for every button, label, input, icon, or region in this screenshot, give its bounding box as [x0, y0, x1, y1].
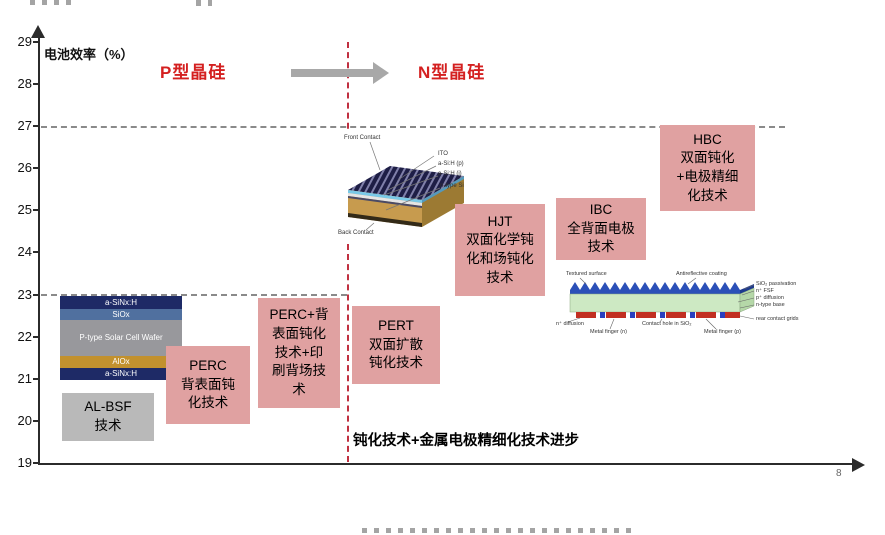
p-type-region-label: P型晶硅 — [160, 63, 227, 82]
tech-box-title: HBC — [693, 131, 722, 147]
y-tick-label: 27 — [17, 118, 32, 133]
x-axis — [38, 463, 858, 465]
hjt-cell-figure: Front Contact ITO a-Si:H (p) a-Si:H (i) … — [336, 130, 474, 244]
y-tick-label: 29 — [17, 34, 32, 49]
tech-box-title: PERT — [378, 318, 414, 334]
ibc-label: Metal finger (n) — [590, 329, 627, 335]
ibc-label: p⁺ diffusion — [756, 295, 784, 301]
tech-box-title: PERC — [189, 358, 227, 374]
y-tick — [33, 378, 39, 380]
y-tick — [33, 294, 39, 296]
n-type-region-label: N型晶硅 — [418, 63, 486, 82]
y-tick — [33, 251, 39, 253]
hjt-back-contact-label: Back Contact — [338, 230, 374, 236]
cropped-text-fragment — [30, 0, 78, 5]
wafer-layer: a-SiNx:H — [60, 368, 182, 380]
tech-box-title: IBC — [589, 202, 613, 218]
y-tick — [33, 41, 39, 43]
y-tick-label: 19 — [17, 455, 32, 470]
hjt-layer-label: a-Si:H (i) — [438, 171, 462, 177]
transition-arrow-head-icon — [373, 62, 389, 84]
tech-box-desc: 双面钝化+电极精细化技术 — [676, 150, 739, 203]
y-tick-label: 22 — [17, 329, 32, 344]
y-tick — [33, 336, 39, 338]
cropped-text-fragment — [196, 0, 212, 6]
y-tick-label: 28 — [17, 76, 32, 91]
bottom-annotation: 钝化技术+金属电极精细化技术进步 — [353, 433, 579, 449]
y-axis — [38, 36, 40, 465]
hjt-front-contact-label: Front Contact — [344, 135, 381, 141]
transition-arrow — [291, 69, 373, 77]
ibc-cell-figure: Textured surface Antireflective coating … — [556, 271, 802, 352]
y-axis-title: 电池效率（%） — [44, 47, 134, 62]
wafer-layer: AlOx — [60, 356, 182, 368]
tech-box-desc: 全背面电极技术 — [567, 220, 635, 255]
ibc-cell-drawing — [567, 277, 755, 330]
perc-wafer-stack-figure: a-SiNx:H SiOx P-type Solar Cell Wafer Al… — [60, 296, 182, 380]
reference-line-23 — [41, 294, 347, 296]
tech-box-ibc: IBC 全背面电极技术 — [556, 198, 646, 260]
wafer-layer: SiOx — [60, 309, 182, 320]
y-tick — [33, 462, 39, 464]
ibc-label: n-type base — [756, 302, 785, 308]
y-tick — [33, 125, 39, 127]
ibc-label: SiO₂ passivation — [756, 281, 797, 287]
ibc-label: Contact hole in SiO₂ — [642, 321, 692, 327]
tech-box-desc: 双面化学钝化和场钝化技术 — [466, 232, 534, 285]
tech-box-desc: 技术 — [94, 418, 122, 433]
wafer-layer: P-type Solar Cell Wafer — [60, 320, 182, 356]
tech-box-hjt: HJT 双面化学钝化和场钝化技术 — [455, 204, 545, 296]
ibc-label: n⁺ diffusion — [556, 321, 584, 327]
tech-box-title: PERC+背表面钝化技术+印刷背场技术 — [269, 307, 329, 397]
ibc-label: Metal finger (p) — [704, 329, 741, 335]
tech-box-title: HJT — [487, 213, 513, 229]
tech-box-perc-plus: PERC+背表面钝化技术+印刷背场技术 — [258, 298, 340, 408]
tech-box-title: AL-BSF — [84, 399, 132, 415]
tech-box-al-bsf: AL-BSF 技术 — [62, 393, 154, 441]
page-number: 8 — [836, 468, 842, 479]
tech-box-desc: 背表面钝化技术 — [181, 376, 235, 411]
y-tick — [33, 209, 39, 211]
x-axis-arrow-icon — [852, 458, 865, 472]
y-tick-label: 21 — [17, 371, 32, 386]
ibc-label: rear contact grids — [756, 316, 799, 322]
y-tick-label: 25 — [17, 202, 32, 217]
hjt-cell-drawing — [348, 141, 464, 231]
ibc-label: n⁺ FSF — [756, 288, 774, 294]
hjt-layer-label: ITO — [438, 151, 448, 157]
y-tick-label: 23 — [17, 287, 32, 302]
hjt-layer-label: a-Si:H (p) — [438, 161, 464, 167]
pn-divider-line — [347, 42, 349, 462]
tech-box-desc: 双面扩散钝化技术 — [369, 336, 423, 371]
tech-box-perc: PERC 背表面钝化技术 — [166, 346, 250, 424]
y-tick — [33, 83, 39, 85]
y-axis-arrow-icon — [31, 25, 45, 38]
y-tick — [33, 420, 39, 422]
reference-line-27 — [41, 126, 785, 128]
ibc-label: Textured surface — [566, 271, 607, 277]
wafer-layer: a-SiNx:H — [60, 296, 182, 309]
y-tick — [33, 167, 39, 169]
ibc-label: Antireflective coating — [676, 271, 727, 277]
cropped-text-fragment — [362, 528, 632, 533]
y-tick-label: 20 — [17, 413, 32, 428]
y-tick-label: 24 — [17, 244, 32, 259]
tech-box-pert: PERT 双面扩散钝化技术 — [352, 306, 440, 384]
hjt-layer-label: n-type Si — [440, 183, 464, 189]
tech-box-hbc: HBC 双面钝化+电极精细化技术 — [660, 125, 755, 211]
y-tick-label: 26 — [17, 160, 32, 175]
